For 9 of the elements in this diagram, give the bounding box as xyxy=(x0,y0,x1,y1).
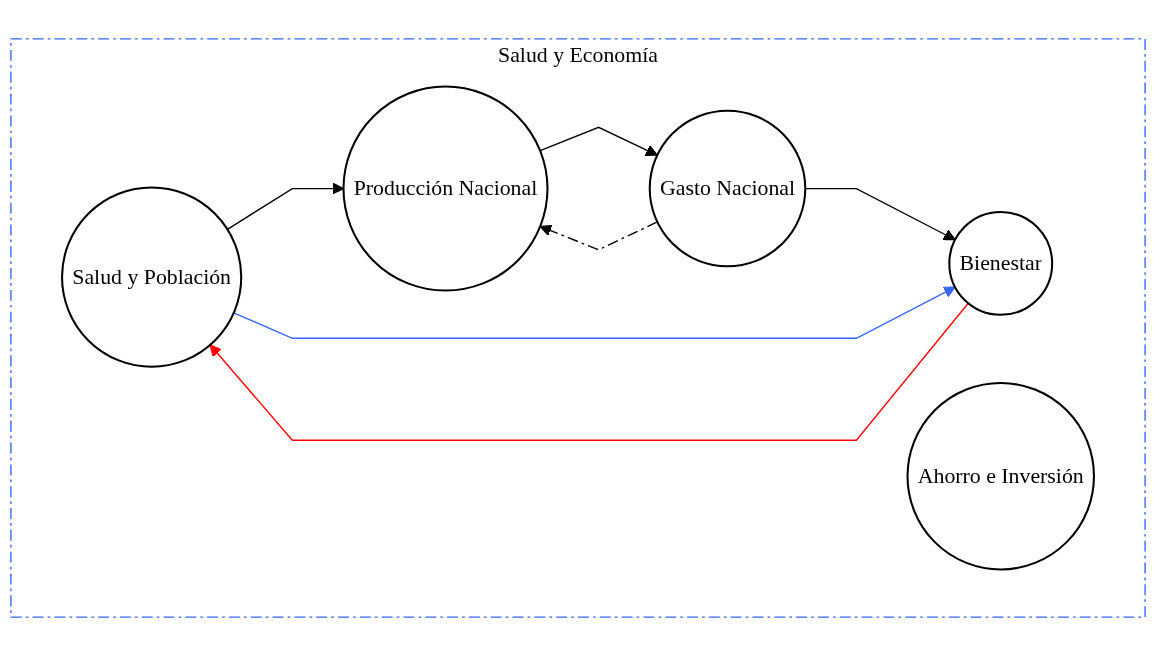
node-circle: Producción Nacional xyxy=(342,85,549,292)
arrow xyxy=(539,221,658,251)
arrow xyxy=(539,126,658,156)
node-circle: Gasto Nacional xyxy=(648,109,807,268)
node-circle: Salud y Población xyxy=(61,186,243,368)
node-circle: Bienestar xyxy=(948,210,1054,316)
arrow xyxy=(233,286,956,339)
arrow xyxy=(209,302,969,441)
node-circle: Ahorro e Inversión xyxy=(906,381,1095,571)
